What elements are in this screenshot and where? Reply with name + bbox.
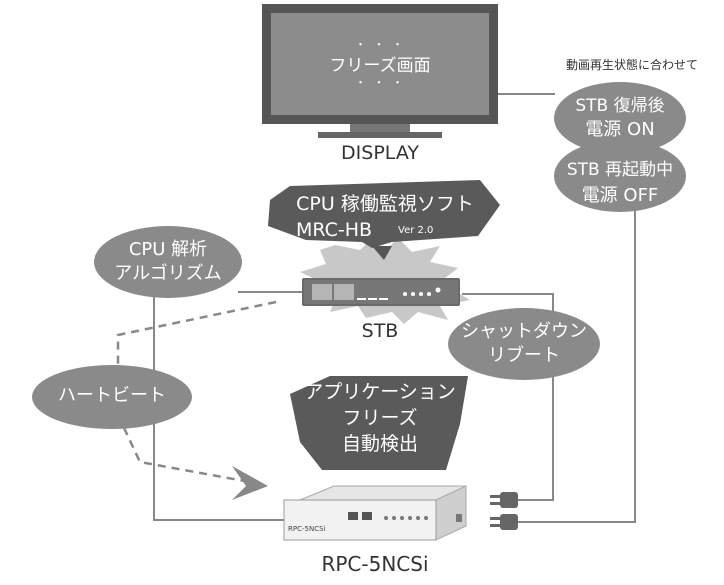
display-dots-bottom: ・ ・ ・ — [355, 76, 405, 89]
stb-label: STB — [361, 320, 399, 342]
cpu-algo-bubble — [94, 226, 242, 298]
rpc-device-icon — [283, 485, 467, 541]
device-front-label: RPC-5NCSi — [288, 525, 326, 533]
device-label: RPC-5NCSi — [321, 552, 429, 576]
stb-restart-line2: 電源 OFF — [581, 185, 659, 206]
stb-restart-line1: STB 再起動中 — [566, 160, 674, 180]
heartbeat-label: ハートビート — [58, 385, 166, 406]
cpu-algo-line1: CPU 解析 — [128, 239, 208, 260]
power-plug-bottom-icon — [490, 514, 518, 530]
heartbeat-dashed-line — [116, 300, 277, 484]
app-freeze-line1: アプリケーション — [304, 381, 456, 403]
display-dots-top: ・ ・ ・ — [355, 38, 405, 51]
stb-recover-line2: 電源 ON — [585, 119, 655, 140]
display-monitor-icon — [262, 4, 498, 138]
software-blob — [268, 180, 500, 248]
display-label: DISPLAY — [341, 142, 419, 164]
software-line2: MRC-HB — [296, 219, 373, 241]
shutdown-bubble — [448, 308, 600, 380]
software-version: Ver 2.0 — [398, 225, 434, 236]
shutdown-line2: リブート — [488, 345, 560, 366]
app-freeze-blob — [290, 376, 468, 470]
display-screen-text: フリーズ画面 — [329, 56, 431, 76]
stb-recover-line1: STB 復帰後 — [575, 96, 665, 116]
heartbeat-bubble — [32, 365, 192, 429]
connector-lines — [153, 93, 636, 523]
stb-recover-bubble — [554, 82, 686, 154]
software-line1: CPU 稼働監視ソフト — [296, 193, 474, 215]
power-note: 動画再生状態に合わせて — [565, 58, 698, 72]
app-freeze-line2: フリーズ — [342, 407, 418, 429]
stb-box-icon — [302, 278, 460, 306]
stb-restart-bubble — [554, 140, 686, 212]
software-pointer-icon — [372, 246, 392, 260]
shutdown-line1: シャットダウン — [461, 321, 587, 342]
cpu-algo-line2: アルゴリズム — [114, 263, 222, 284]
app-freeze-line3: 自動検出 — [341, 433, 418, 455]
power-plug-top-icon — [490, 492, 518, 508]
heartbeat-arrow-icon — [232, 466, 268, 500]
